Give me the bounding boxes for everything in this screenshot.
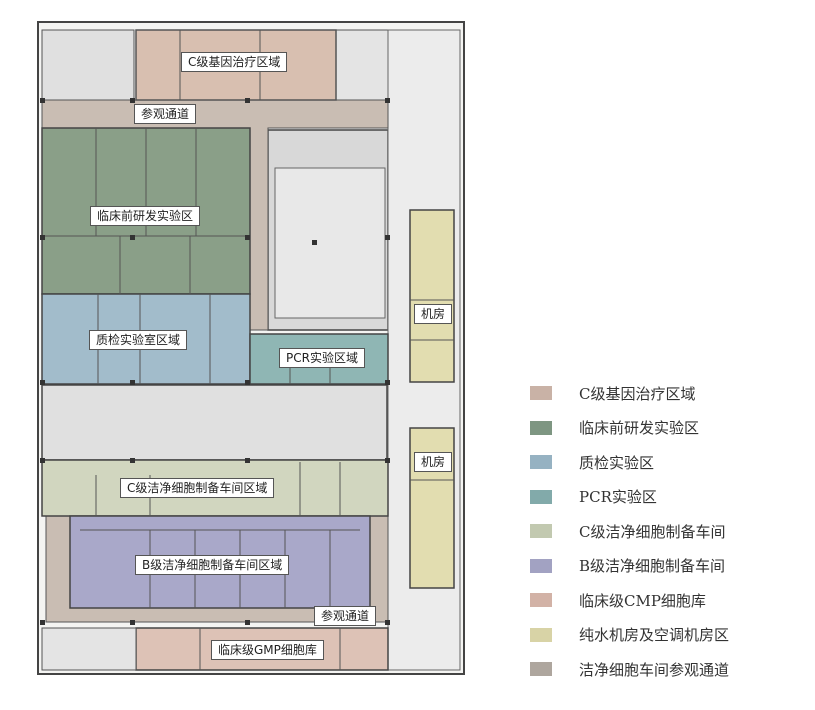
structural-columns [40,98,390,625]
legend-swatch [530,455,552,470]
legend-swatch [530,489,552,504]
middle-band [41,384,388,461]
label-machine-room-2: 机房 [414,452,453,472]
label-c-clean-cell: C级洁净细胞制备车间区域 [120,478,275,498]
legend-item: PCR实验区 [530,480,810,515]
legend-swatch [530,593,552,608]
legend-item: 纯水机房及空调机房区 [530,618,810,653]
zone-machine-room-1 [409,209,455,383]
label-qc: 质检实验室区域 [89,330,188,350]
label-visit-corridor-top: 参观通道 [134,104,197,124]
label-b-clean-cell: B级洁净细胞制备车间区域 [135,555,290,575]
legend-item: 质检实验区 [530,445,810,480]
zone-qc [41,293,251,385]
legend-item: C级基因治疗区域 [530,376,810,411]
legend: C级基因治疗区域 临床前研发实验区 质检实验区 PCR实验区 C级洁净细胞制备车… [530,376,810,687]
top-left-room [41,29,135,101]
legend-swatch [530,420,552,435]
label-preclinical: 临床前研发实验区 [90,206,201,226]
legend-swatch [530,558,552,573]
legend-item: C级洁净细胞制备车间 [530,514,810,549]
legend-label: C级洁净细胞制备车间 [579,522,726,541]
interior-partitions [42,30,454,670]
legend-swatch [530,524,552,539]
legend-item: 临床级CMP细胞库 [530,583,810,618]
legend-label: 质检实验区 [579,453,655,472]
legend-label: 临床前研发实验区 [579,419,700,438]
label-c-gene-therapy: C级基因治疗区域 [181,52,288,72]
label-machine-room-1: 机房 [414,304,453,324]
label-visit-corridor-bottom: 参观通道 [314,606,377,626]
legend-item: 洁净细胞车间参观通道 [530,652,810,687]
legend-label: 纯水机房及空调机房区 [579,626,730,645]
central-hall-inner [274,167,386,319]
legend-swatch [530,386,552,401]
bottom-left-room [41,627,137,671]
legend-item: 临床前研发实验区 [530,411,810,446]
floor-plan [37,21,465,675]
label-pcr: PCR实验区域 [279,348,365,368]
label-gmp-cell-bank: 临床级GMP细胞库 [211,640,324,660]
legend-label: B级洁净细胞制备车间 [579,557,726,576]
legend-swatch [530,662,552,677]
legend-label: PCR实验区 [579,488,657,507]
legend-label: 临床级CMP细胞库 [579,591,706,610]
legend-swatch [530,627,552,642]
legend-label: C级基因治疗区域 [579,384,696,403]
legend-item: B级洁净细胞制备车间 [530,549,810,584]
legend-label: 洁净细胞车间参观通道 [579,660,730,679]
